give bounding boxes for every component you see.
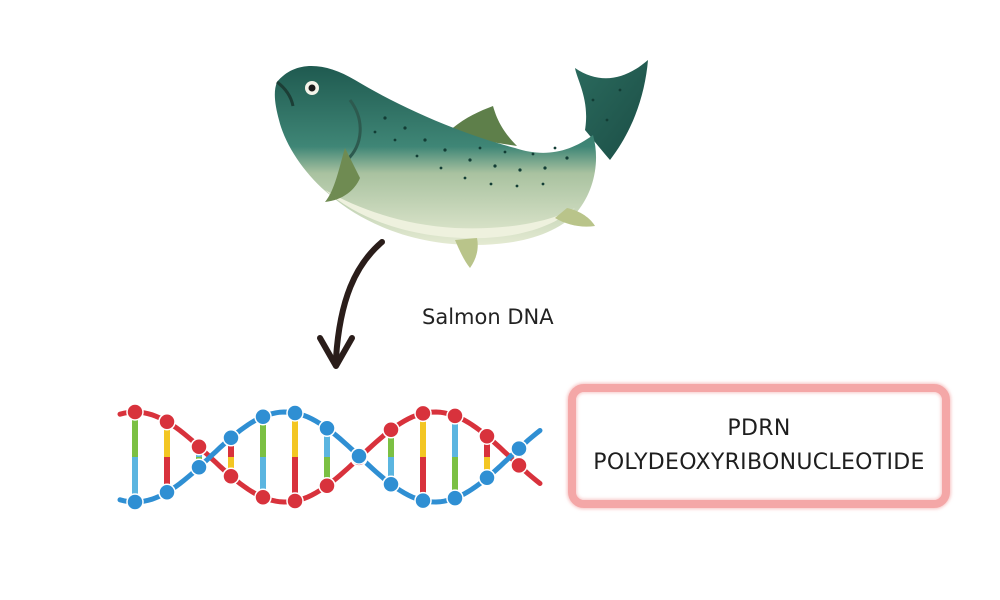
nucleotide-node (254, 488, 272, 507)
salmon-illustration (255, 40, 675, 280)
nucleotide-node (414, 491, 432, 510)
nucleotide-node (414, 404, 432, 423)
salmon-dna-caption: Salmon DNA (422, 305, 554, 329)
pdrn-label-box: PDRN POLYDEOXYRIBONUCLEOTIDE (568, 384, 950, 508)
nucleotide-node (222, 429, 240, 447)
salmon-icon (274, 60, 648, 268)
nucleotide-node (190, 437, 208, 456)
nucleotide-node (126, 403, 144, 421)
dna-helix (105, 375, 555, 530)
pdrn-abbreviation: PDRN (727, 416, 791, 441)
pdrn-full-name: POLYDEOXYRIBONUCLEOTIDE (593, 450, 925, 475)
nucleotide-node (318, 476, 336, 495)
curved-arrow (300, 230, 410, 380)
nucleotide-node (478, 427, 496, 445)
nucleotide-node (446, 489, 464, 507)
dna-helix-icon (117, 403, 543, 511)
nucleotide-node (382, 421, 400, 439)
nucleotide-node (510, 456, 528, 475)
nucleotide-node (158, 412, 176, 431)
nucleotide-node (286, 492, 304, 510)
nucleotide-node (350, 447, 368, 465)
nucleotide-node (126, 493, 144, 511)
nucleotide-node (446, 407, 464, 425)
nucleotide-node (158, 483, 176, 502)
nucleotide-node (222, 467, 240, 485)
nucleotide-node (254, 407, 272, 426)
nucleotide-node (190, 458, 208, 477)
nucleotide-node (382, 475, 400, 493)
curved-arrow-down-icon (317, 239, 385, 369)
nucleotide-node (318, 419, 336, 438)
nucleotide-node (510, 439, 528, 458)
nucleotide-node (286, 404, 304, 422)
nucleotide-node (478, 469, 496, 487)
